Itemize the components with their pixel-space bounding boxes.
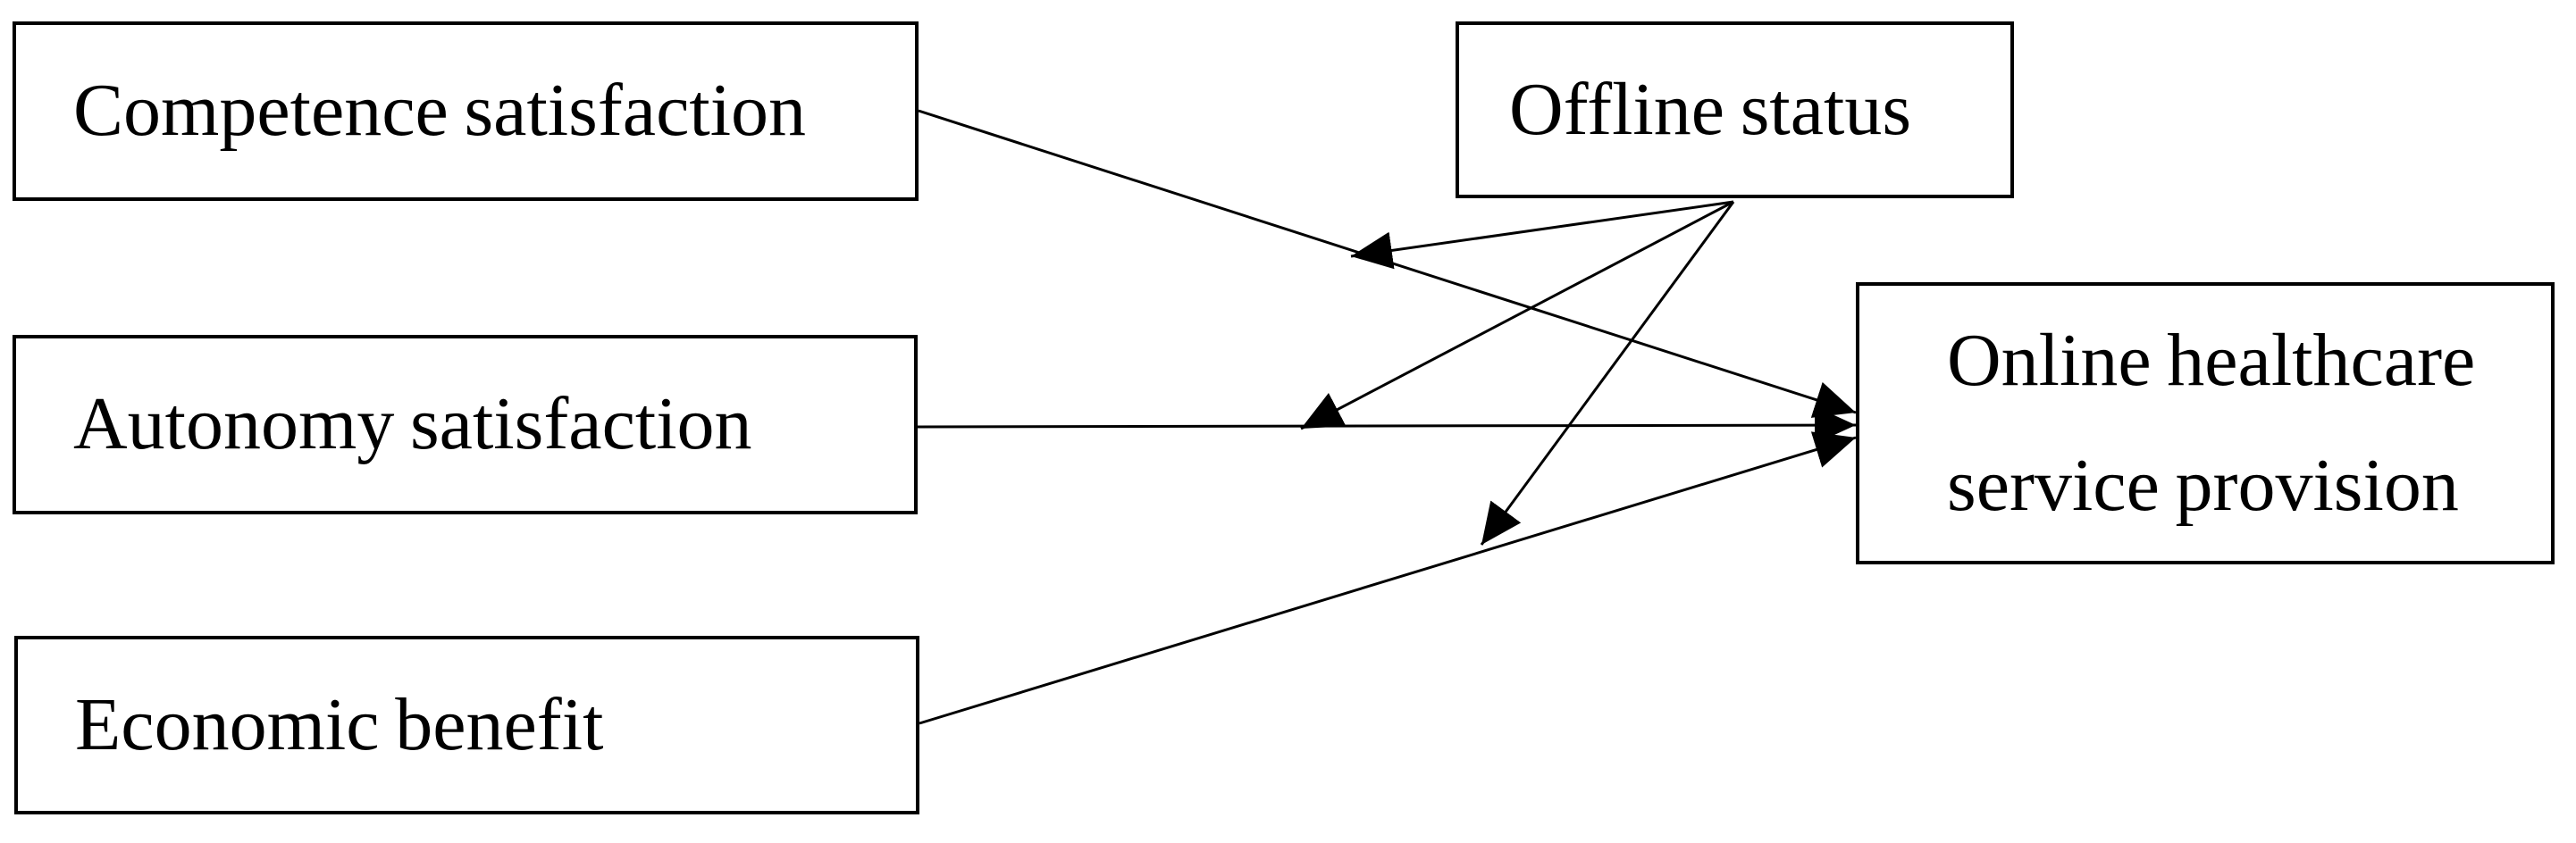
competence-box: Competence satisfaction bbox=[13, 21, 919, 201]
outcome-label-line2: service provision bbox=[1947, 444, 2459, 527]
outcome-box: Online healthcare service provision bbox=[1856, 282, 2555, 564]
offline-status-box: Offline status bbox=[1456, 21, 2014, 198]
arrow-offline-to-autonomy-path bbox=[1300, 200, 1734, 430]
competence-label: Competence satisfaction bbox=[73, 69, 807, 153]
arrow-offline-to-competence-path bbox=[1350, 200, 1734, 270]
offline-status-label: Offline status bbox=[1509, 67, 1912, 151]
economic-label: Economic benefit bbox=[75, 682, 604, 766]
arrow-autonomy-to-outcome bbox=[917, 406, 1857, 445]
arrow-offline-to-economic-path bbox=[1480, 201, 1735, 546]
autonomy-label: Autonomy satisfaction bbox=[73, 382, 752, 466]
economic-box: Economic benefit bbox=[14, 636, 919, 814]
autonomy-box: Autonomy satisfaction bbox=[13, 335, 918, 514]
arrow-economic-to-outcome bbox=[919, 431, 1857, 725]
outcome-label-line1: Online healthcare bbox=[1947, 319, 2476, 402]
